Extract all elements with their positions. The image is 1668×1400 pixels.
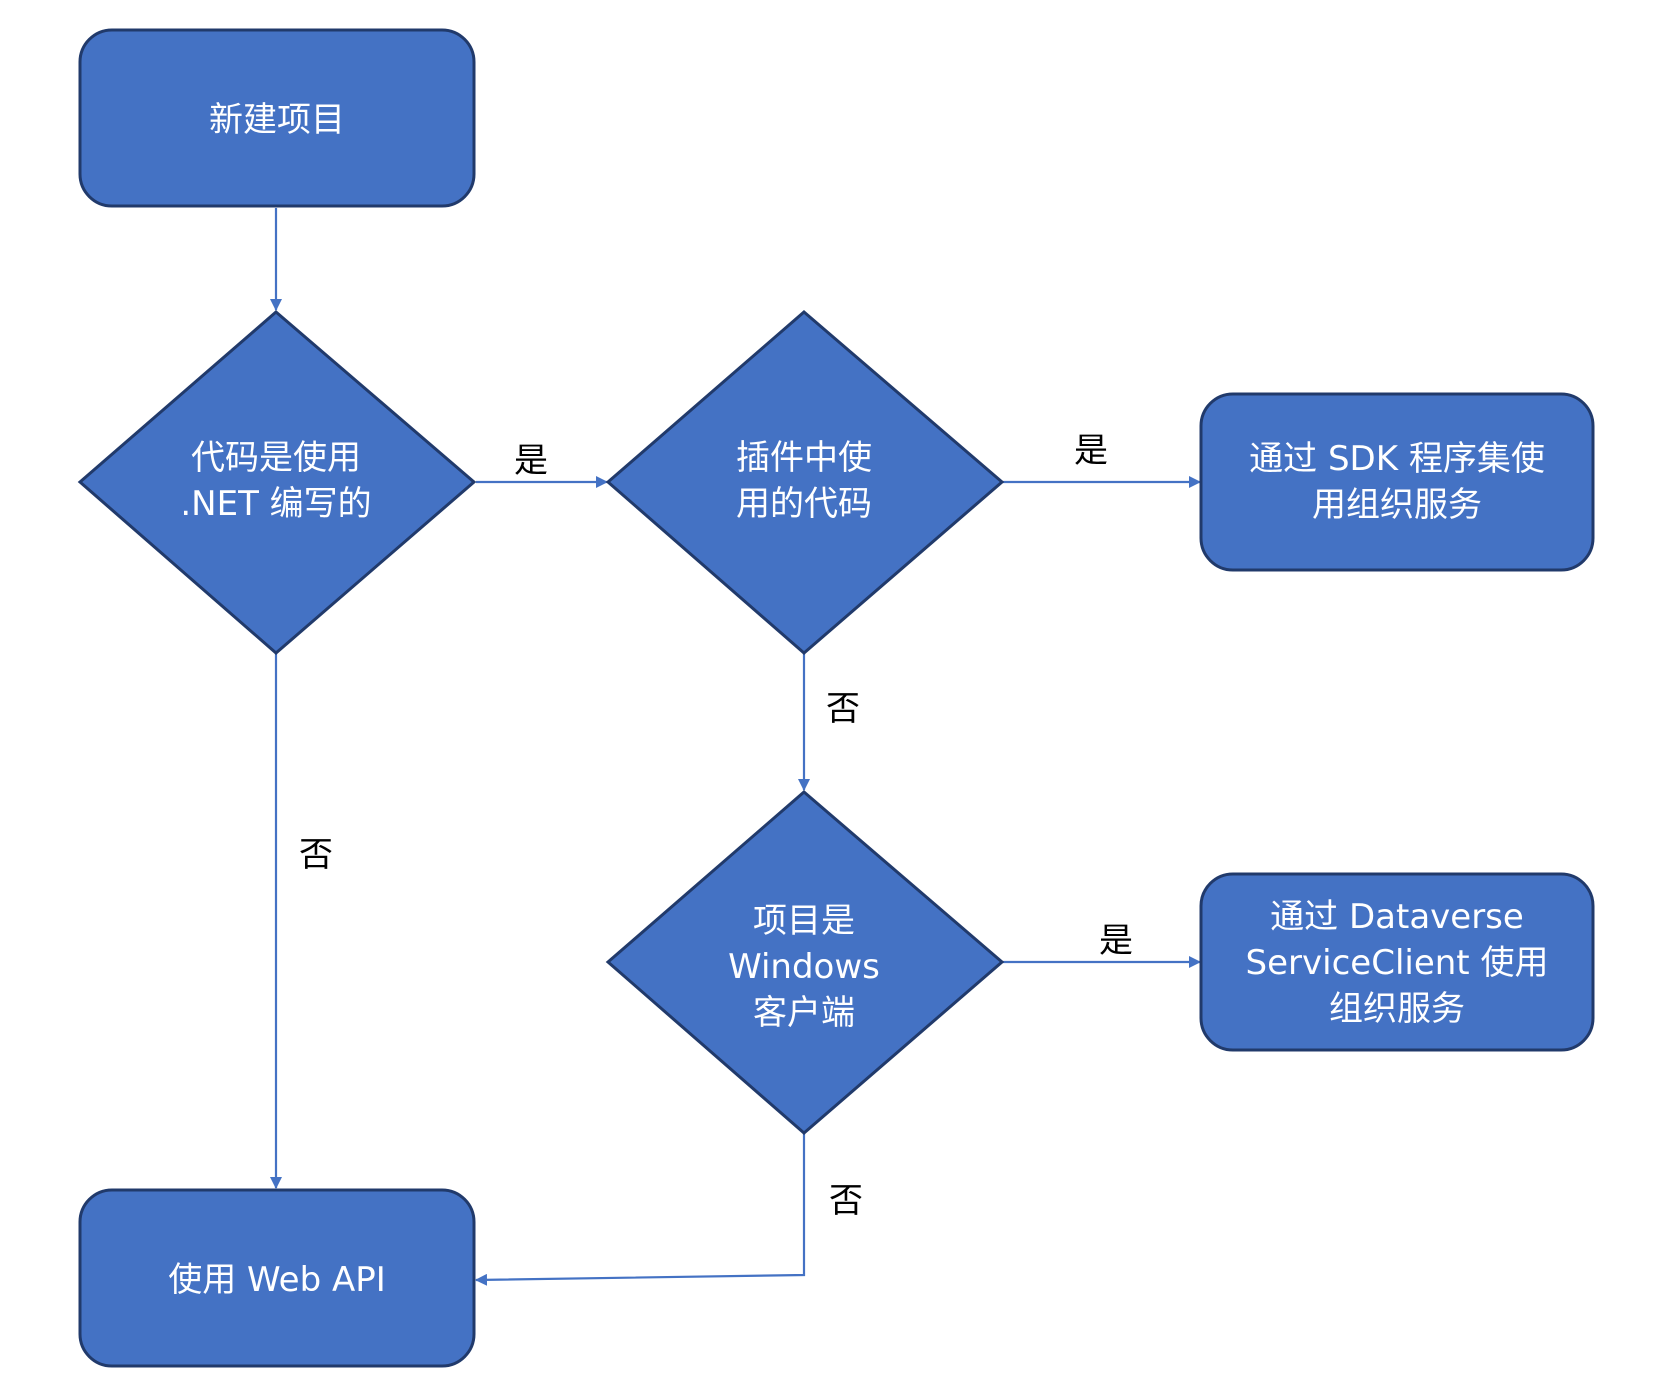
edge-windows-no-to-web-api bbox=[475, 1134, 806, 1286]
node-label: 新建项目 bbox=[209, 100, 345, 140]
edge-label-plugin-yes: 是 bbox=[1074, 431, 1108, 471]
node-label: 通过 SDK 程序集使 bbox=[1249, 439, 1545, 479]
process-box bbox=[78, 1188, 476, 1368]
edge-labels: 是 否 是 否 是 否 bbox=[299, 431, 1133, 1221]
process-box bbox=[1199, 872, 1595, 1052]
node-new-project: 新建项目 bbox=[78, 28, 476, 208]
node-label: 通过 Dataverse bbox=[1270, 897, 1524, 937]
node-code-in-plugin: 插件中使 用的代码 bbox=[605, 310, 1005, 655]
edge-label-dotnet-no: 否 bbox=[299, 835, 333, 875]
node-label: 使用 Web API bbox=[168, 1260, 386, 1300]
edge-label-windows-yes: 是 bbox=[1099, 921, 1133, 961]
node-label: 项目是 bbox=[753, 901, 855, 941]
decision-diamond bbox=[77, 310, 477, 655]
node-written-in-dotnet: 代码是使用 .NET 编写的 bbox=[77, 310, 477, 655]
process-box bbox=[1199, 392, 1595, 572]
node-dataverse-serviceclient: 通过 Dataverse ServiceClient 使用 组织服务 bbox=[1199, 872, 1595, 1052]
edges bbox=[270, 208, 1201, 1286]
node-sdk-assemblies: 通过 SDK 程序集使 用组织服务 bbox=[1199, 392, 1595, 572]
edge-label-dotnet-yes: 是 bbox=[514, 441, 548, 481]
node-windows-client: 项目是 Windows 客户端 bbox=[605, 790, 1005, 1135]
node-label: .NET 编写的 bbox=[180, 484, 371, 524]
decision-diamond bbox=[605, 790, 1005, 1135]
node-label: 插件中使 bbox=[736, 438, 872, 478]
process-box bbox=[78, 28, 476, 208]
node-label: 用的代码 bbox=[736, 484, 872, 524]
node-label: 客户端 bbox=[753, 993, 855, 1033]
node-label: Windows bbox=[728, 947, 880, 987]
node-use-web-api: 使用 Web API bbox=[78, 1188, 476, 1368]
node-label: 代码是使用 bbox=[191, 438, 361, 478]
edge-label-plugin-no: 否 bbox=[826, 689, 860, 729]
node-label: ServiceClient 使用 bbox=[1246, 943, 1549, 983]
node-label: 用组织服务 bbox=[1312, 485, 1482, 525]
edge-label-windows-no: 否 bbox=[829, 1181, 863, 1221]
node-label: 组织服务 bbox=[1329, 989, 1465, 1029]
decision-diamond bbox=[605, 310, 1005, 655]
